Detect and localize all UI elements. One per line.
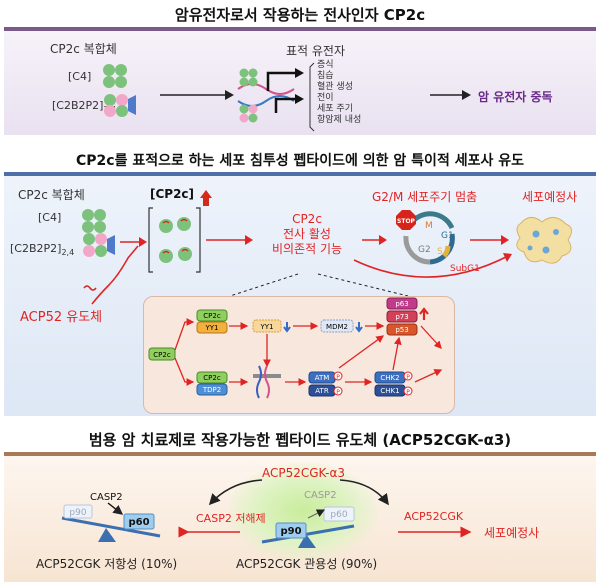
s2-inset-diagram: CP2c CP2c YY1 CP2c TDP2 YY1 MDM2 p63 p73… (148, 297, 443, 399)
s3-graphics: p90 p60 CASP2 p90 p60 CASP2 (61, 479, 472, 548)
s2-cycle-g2: G2 (418, 245, 431, 255)
section3-title: 범용 암 치료제로 작용가능한 펩타이드 유도체 (ACP52CGK-α3) (88, 431, 512, 449)
s2-cp2c-bracket: [CP2c] (150, 187, 195, 201)
inset-cp2c-top: CP2c (203, 312, 221, 320)
s1-c4-icon (103, 64, 127, 88)
s2-apoptosis-label: 세포예정사 (522, 190, 578, 204)
s2-cycle-s: S (437, 247, 443, 257)
inset-mdm2: MDM2 (326, 323, 348, 331)
inset-dna-break-icon (253, 365, 281, 399)
s3-acp52cgk-label: ACP52CGK (404, 510, 464, 523)
s1-complex-label: CP2c 복합체 (50, 42, 117, 56)
inset-chk1: CHK1 (380, 387, 399, 395)
section2-title: CP2c를 표적으로 하는 세포 침투성 펩타이드에 의한 암 특이적 세포사 … (76, 153, 524, 169)
s2-cycle-g1: G1 (441, 231, 454, 241)
s2-apoptotic-cells-icon (516, 217, 572, 264)
s2-increase-icon (200, 190, 212, 206)
s2-graphics: STOP M G1 G2 S SubG1 (82, 190, 572, 305)
section1-rule (4, 27, 596, 31)
inset-phospho-atr: P (336, 389, 340, 396)
inset-cp2c-bottom: CP2c (203, 374, 221, 382)
inset-atr: ATR (315, 387, 329, 395)
s3-compound-label: ACP52CGK-α3 (262, 466, 346, 480)
s1-target-item: 침습 (317, 71, 334, 81)
s1-target-item: 전이 (317, 93, 334, 103)
s3-apoptosis-label: 세포예정사 (484, 526, 540, 540)
s2-cycle-m: M (425, 221, 433, 231)
s3-cleave-label: CASP2 저해제 (196, 512, 266, 525)
s2-c4-label: [C4] (38, 211, 62, 224)
s3-casp2-center: CASP2 (304, 490, 337, 501)
inset-chk2: CHK2 (380, 374, 399, 382)
s1-target-item: 항암제 내성 (317, 115, 362, 125)
s2-complex-label: CP2c 복합체 (18, 188, 85, 202)
s2-function-text: CP2c 전사 활성 비의존적 기능 (271, 212, 343, 256)
s2-c2b2p2-icon (83, 233, 115, 257)
section1-panel (4, 31, 596, 135)
s1-graphics (103, 62, 471, 132)
section2-rule (4, 172, 596, 176)
s3-resistant-label: ACP52CGK 저항성 (10%) (36, 557, 178, 571)
s1-target-item: 혈관 생성 (317, 82, 353, 92)
section1-title: 암유전자로서 작용하는 전사인자 CP2c (174, 6, 426, 24)
s3-tolerant-seesaw-icon (261, 506, 355, 548)
s1-result: 암 유전자 중독 (478, 90, 553, 104)
s2-cell-cycle-icon: STOP M G1 G2 S SubG1 (396, 210, 480, 274)
s1-target-list: 증식 침습 혈관 생성 전이 세포 주기 항암제 내성 (317, 60, 361, 126)
s1-c4-label: [C4] (68, 70, 92, 83)
s1-targets-label: 표적 유전자 (286, 44, 346, 58)
inset-yy1-down-icon (283, 322, 291, 333)
s3-resistant-seesaw-icon (61, 504, 161, 542)
s3-p60: p60 (128, 517, 149, 528)
inset-yy1-bound: YY1 (204, 324, 218, 332)
s1-target-item: 증식 (317, 60, 334, 70)
s3-casp2-left: CASP2 (90, 492, 123, 503)
s2-c2b2p2-label: [C2B2P2]2,4 (10, 242, 75, 258)
s3-p90-faded: p90 (69, 508, 86, 518)
s2-cycle-subg1: SubG1 (450, 264, 480, 274)
s1-dna-icon (237, 68, 295, 123)
s2-stop-sign: STOP (397, 218, 416, 225)
inset-p73: p73 (395, 313, 408, 321)
inset-atm: ATM (315, 374, 330, 382)
s2-c4-icon (82, 209, 106, 233)
inset-p53-up-icon (419, 307, 429, 320)
s3-p60-faded: p60 (330, 510, 347, 520)
section3-rule (4, 452, 596, 456)
s1-c2b2p2-icon (104, 94, 136, 117)
s2-monomer-icons (159, 217, 192, 263)
s3-p90: p90 (280, 526, 301, 537)
inset-cp2c-root: CP2c (153, 351, 171, 359)
inset-p53: p53 (395, 326, 408, 334)
inset-p63: p63 (395, 300, 408, 308)
s2-g2m-label: G2/M 세포주기 멈춤 (372, 190, 478, 204)
inset-tdp2: TDP2 (202, 386, 221, 394)
s1-target-item: 세포 주기 (317, 104, 353, 114)
s3-tolerant-label: ACP52CGK 관용성 (90%) (236, 557, 378, 571)
inset-mdm2-down-icon (355, 322, 363, 333)
inset-phospho-atm: P (336, 374, 340, 381)
inset-phospho-chk2: P (406, 374, 410, 381)
inset-yy1-free: YY1 (259, 323, 273, 331)
inset-phospho-chk1: P (406, 389, 410, 396)
s2-inducer: ACP52 유도체 (20, 310, 103, 325)
